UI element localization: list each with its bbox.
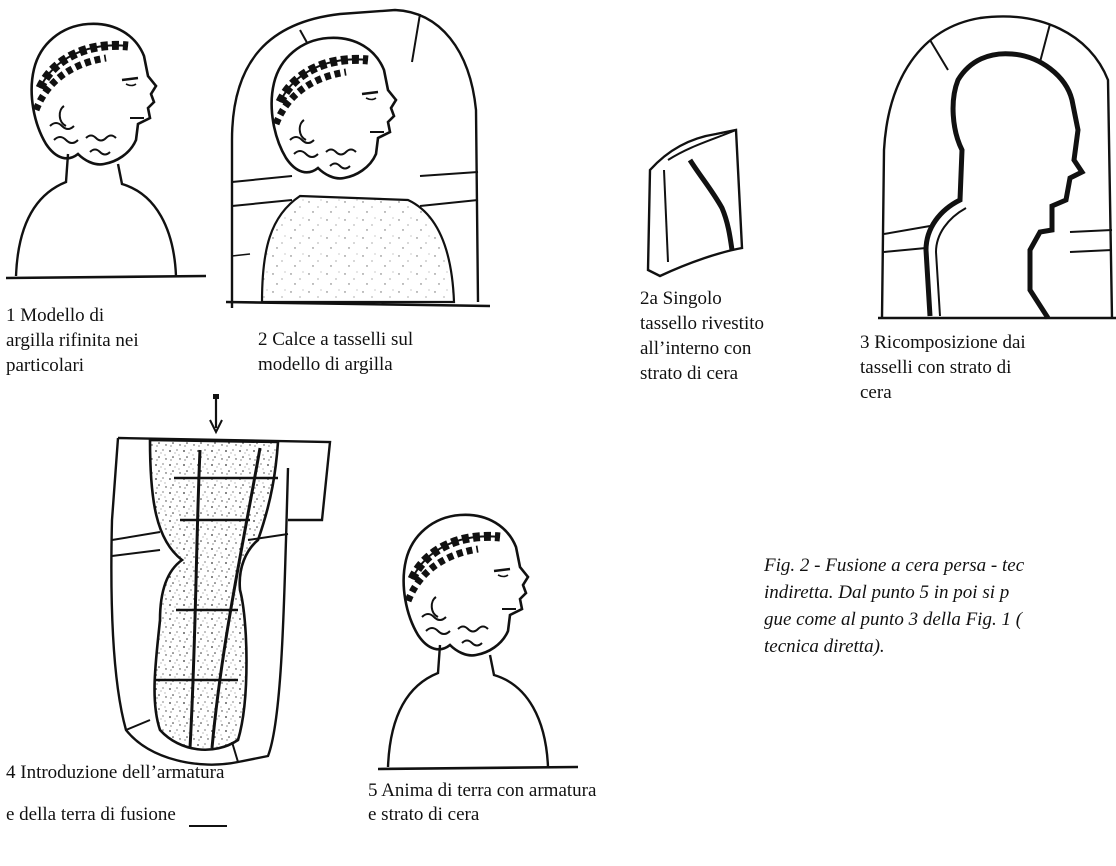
figure-caption: Fig. 2 - Fusione a cera persa - tec indi… xyxy=(764,552,1116,660)
caption-step-2a: 2a Singolo tassello rivestito all’intern… xyxy=(640,286,790,386)
caption-step-1: 1 Modello di argilla rifinita nei partic… xyxy=(6,303,216,378)
caption-step-4: 4 Introduzione dell’armatura e della ter… xyxy=(6,752,336,836)
caption-step-2: 2 Calce a tasselli sul modello di argill… xyxy=(258,327,488,377)
model-2a-single-piece xyxy=(648,130,742,276)
caption-step-5: 5 Anima di terra con armatura e strato d… xyxy=(368,779,728,827)
underline-mark xyxy=(189,825,227,827)
model-2-piece-mould xyxy=(226,10,490,308)
model-1-clay-bust xyxy=(6,24,206,278)
model-5-core-bust xyxy=(378,515,578,769)
model-4-armature-core xyxy=(111,394,330,765)
model-3-recomposed-mould xyxy=(878,16,1116,318)
caption-step-3: 3 Ricomposizione dai tasselli con strato… xyxy=(860,330,1116,405)
